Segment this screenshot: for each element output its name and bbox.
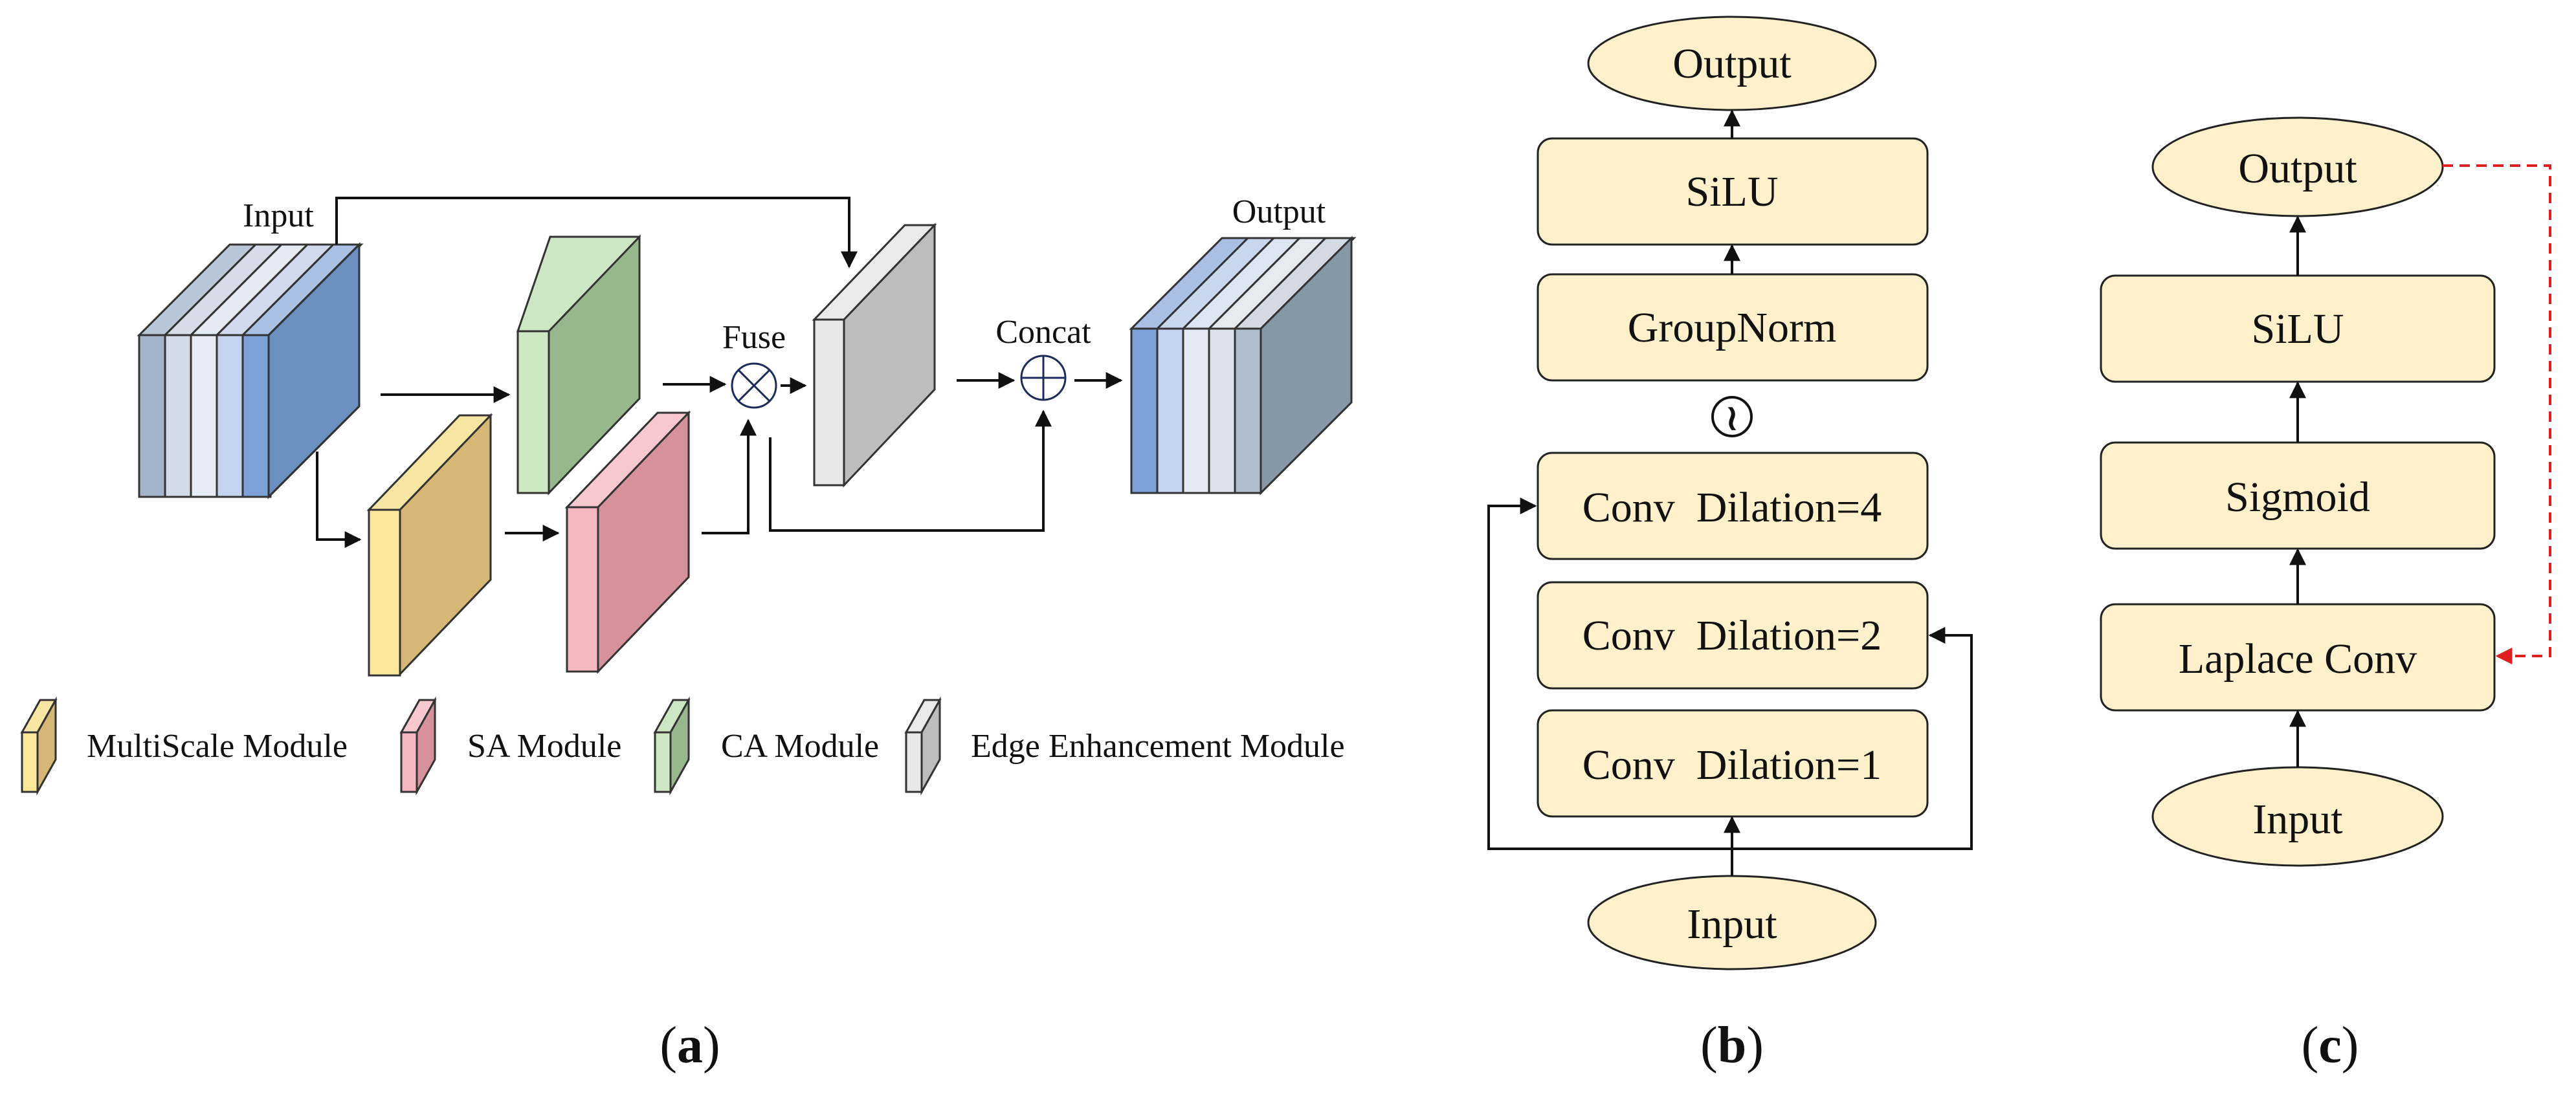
b-conv2-label: Conv Dilation=2 <box>1582 612 1882 659</box>
panel-c: Output SiLU Sigmoid Laplace Conv Input (… <box>2100 116 2551 1074</box>
legend-item-multiscale <box>20 696 58 796</box>
input-feature-stack <box>137 242 364 499</box>
ca-module-block <box>516 234 641 496</box>
b-conv1-label: Conv Dilation=1 <box>1582 741 1882 789</box>
concat-label: Concat <box>995 314 1091 351</box>
panel-a: Input <box>20 193 1357 1074</box>
b-output-label: Output <box>1672 40 1791 87</box>
c-feedback-dashed-arrow <box>2443 164 2551 664</box>
input-label: Input <box>243 197 314 234</box>
c-input-label: Input <box>2252 796 2342 843</box>
panel-c-caption: (c) <box>2302 1017 2359 1074</box>
b-conv4-label: Conv Dilation=4 <box>1582 484 1882 531</box>
arrow-fuse-to-concat <box>769 410 1052 532</box>
b-groupnorm-label: GroupNorm <box>1628 304 1837 351</box>
legend-label-edge: Edge Enhancement Module <box>971 728 1345 765</box>
legend: MultiScale Module SA Module CA Module Ed… <box>20 696 1345 796</box>
multiscale-module-block <box>366 413 493 677</box>
legend-item-edge <box>904 696 942 796</box>
arrow-sa-to-fuse <box>702 419 757 534</box>
b-sum-operator <box>1711 396 1753 437</box>
panel-b-caption: (b) <box>1700 1017 1764 1074</box>
output-feature-stack <box>1129 235 1357 496</box>
c-laplace-label: Laplace Conv <box>2179 635 2417 683</box>
output-label: Output <box>1232 193 1326 230</box>
legend-item-ca <box>653 696 691 796</box>
c-output-label: Output <box>2238 145 2357 192</box>
skip-arrow-input-to-edge <box>335 197 858 268</box>
panel-a-caption: (a) <box>660 1017 720 1074</box>
c-silu-label: SiLU <box>2251 305 2344 353</box>
b-conv4-node <box>1537 452 1929 560</box>
panel-a-connectors <box>316 197 1123 548</box>
fuse-label: Fuse <box>722 319 786 356</box>
b-silu-label: SiLU <box>1685 168 1778 215</box>
b-conv2-node <box>1537 581 1929 690</box>
panel-b-connectors <box>1487 109 1973 876</box>
legend-label-multiscale: MultiScale Module <box>87 728 348 765</box>
legend-label-ca: CA Module <box>721 728 879 765</box>
b-sum-symbol: ≀ <box>1726 399 1738 437</box>
edge-module-block <box>812 223 937 488</box>
c-sigmoid-label: Sigmoid <box>2225 474 2370 521</box>
arrow-input-to-multiscale <box>316 452 362 548</box>
legend-label-sa: SA Module <box>467 728 621 765</box>
panel-b: Output SiLU GroupNorm ≀ Conv Dilation=4 … <box>1487 16 1973 1074</box>
sa-module-block <box>564 410 691 674</box>
b-skip-to-conv2 <box>1732 627 1973 850</box>
b-skip-to-conv4 <box>1487 498 1732 850</box>
legend-item-sa <box>399 696 437 796</box>
b-input-label: Input <box>1687 901 1777 948</box>
